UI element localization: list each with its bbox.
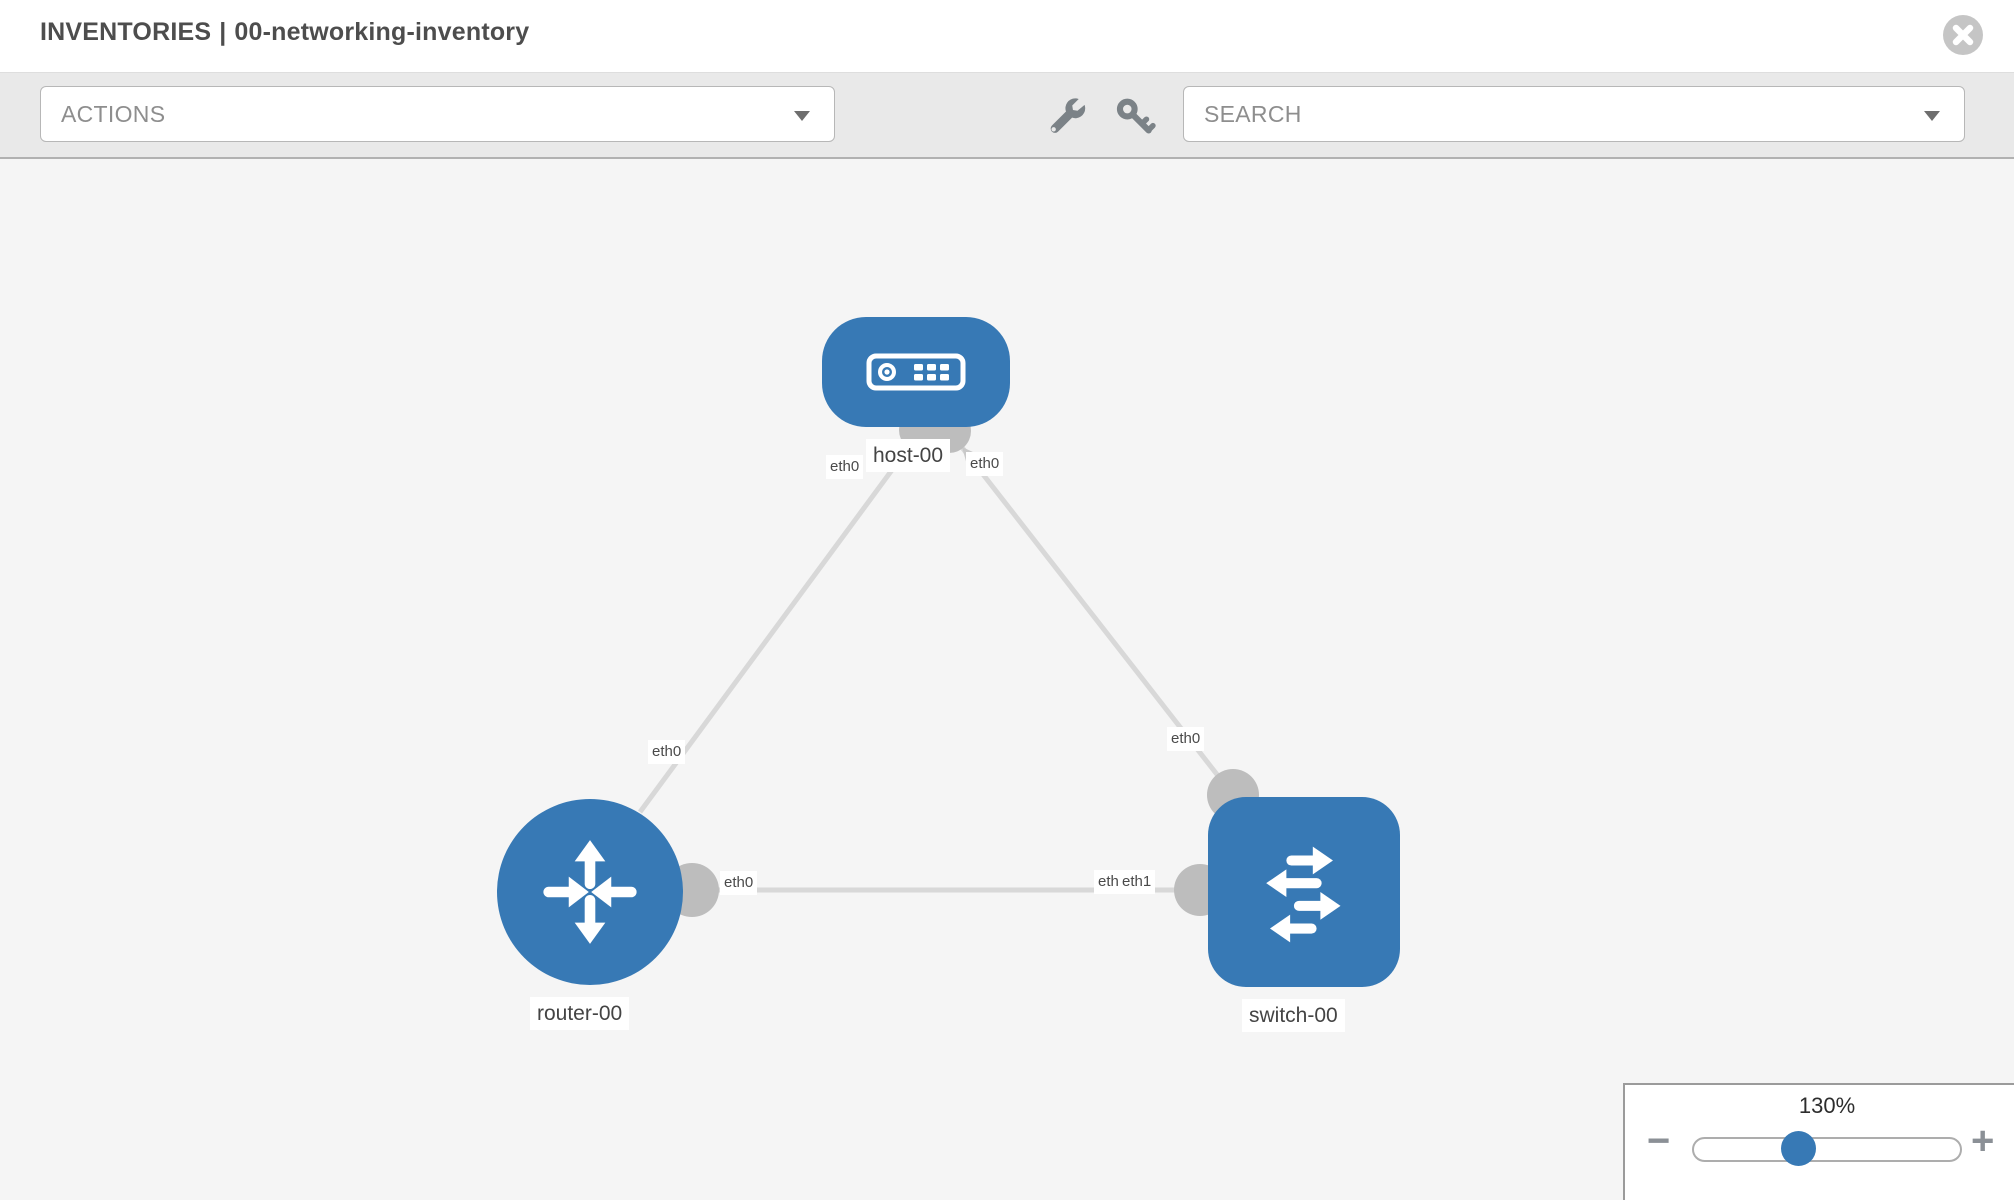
wrench-icon (1050, 98, 1086, 133)
iface-label-host-eth0-left: eth0 (826, 455, 864, 479)
zoom-out-button[interactable]: − (1647, 1119, 1671, 1163)
inventory-name: 00-networking-inventory (234, 18, 530, 46)
zoom-level-text: 130% (1798, 1093, 1856, 1118)
key-icon (1116, 98, 1156, 134)
chevron-down-icon (794, 111, 810, 121)
switch-icon (1266, 846, 1341, 943)
close-icon (1943, 15, 1983, 55)
zoom-control-panel: 130% − + (1623, 1083, 2014, 1200)
chevron-down-icon (1924, 111, 1940, 121)
iface-label-switch-eth1: eth1 (1118, 870, 1156, 894)
zoom-slider-thumb[interactable] (1781, 1131, 1816, 1166)
zoom-in-button[interactable]: + (1971, 1119, 1995, 1163)
node-host-00[interactable] (822, 317, 1010, 427)
node-label-host: host-00 (866, 439, 951, 473)
topology-edges-layer (637, 408, 1259, 917)
breadcrumb-separator: | (219, 18, 227, 46)
search-dropdown[interactable]: SEARCH (1183, 86, 1965, 142)
search-dropdown-label: SEARCH (1204, 101, 1302, 127)
link-host-router[interactable] (637, 430, 923, 814)
close-button[interactable] (1942, 14, 1984, 56)
breadcrumb: INVENTORIES (40, 18, 212, 46)
host-icon (866, 353, 966, 391)
iface-label-router-top-eth0: eth0 (648, 740, 686, 764)
tools-button[interactable] (1044, 95, 1088, 139)
topology-canvas[interactable]: host-00 router-00 switch-00 eth0 eth0 et… (0, 159, 2014, 1200)
header: INVENTORIES|00-networking-inventory (0, 0, 2014, 72)
toolbar: ACTIONS SEARCH (0, 72, 2014, 159)
iface-label-host-eth0-right: eth0 (966, 452, 1004, 476)
node-router-00[interactable] (497, 799, 683, 985)
node-switch-00[interactable] (1208, 797, 1400, 987)
zoom-slider-track[interactable] (1692, 1137, 1962, 1162)
actions-dropdown-label: ACTIONS (61, 101, 166, 127)
node-label-switch: switch-00 (1242, 999, 1345, 1033)
router-icon (543, 840, 637, 944)
iface-label-router-right-eth0: eth0 (720, 871, 758, 895)
credentials-button[interactable] (1112, 95, 1156, 139)
actions-dropdown[interactable]: ACTIONS (40, 86, 835, 142)
iface-label-switch-top-eth0: eth0 (1167, 727, 1205, 751)
page-title: INVENTORIES|00-networking-inventory (40, 18, 537, 47)
node-label-router: router-00 (530, 997, 630, 1031)
